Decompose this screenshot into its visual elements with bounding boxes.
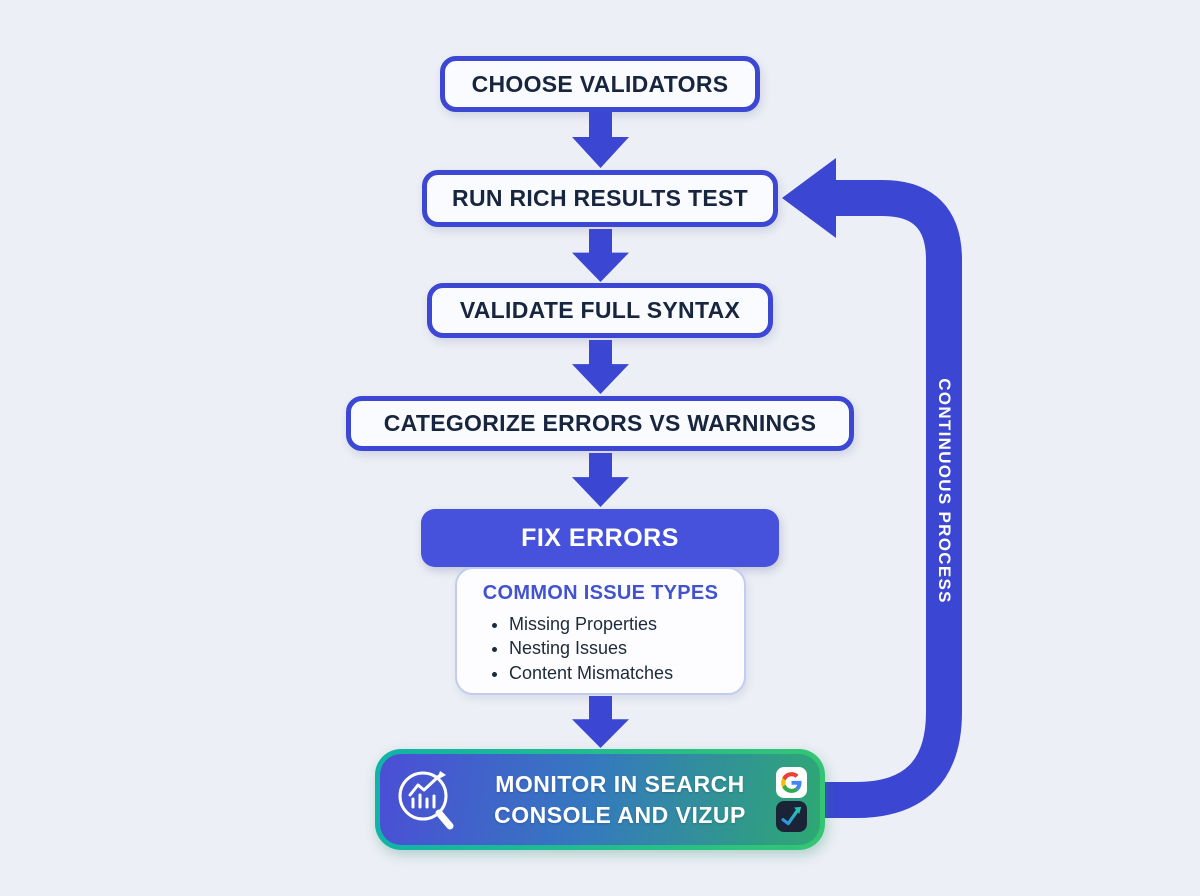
step-monitor-search-console: MONITOR IN SEARCH CONSOLE AND VIZUP bbox=[375, 749, 825, 850]
list-item: Nesting Issues bbox=[509, 636, 744, 660]
step-label: VALIDATE FULL SYNTAX bbox=[459, 297, 741, 323]
common-issue-types-panel: COMMON ISSUE TYPES Missing Properties Ne… bbox=[455, 567, 746, 695]
common-issues-title: COMMON ISSUE TYPES bbox=[482, 582, 719, 604]
step-choose-validators: CHOOSE VALIDATORS bbox=[440, 56, 760, 112]
list-item: Content Mismatches bbox=[509, 661, 744, 685]
step-categorize-errors-vs-warnings: CATEGORIZE ERRORS VS WARNINGS bbox=[346, 396, 854, 451]
vizup-icon bbox=[776, 801, 807, 832]
monitor-label-line2: CONSOLE AND VIZUP bbox=[494, 801, 746, 828]
common-issues-list: Missing Properties Nesting Issues Conten… bbox=[457, 612, 744, 685]
list-item: Missing Properties bbox=[509, 612, 744, 636]
continuous-process-label: CONTINUOUS PROCESS bbox=[935, 378, 954, 604]
step-label: CATEGORIZE ERRORS VS WARNINGS bbox=[383, 410, 817, 436]
step-run-rich-results-test: RUN RICH RESULTS TEST bbox=[422, 170, 778, 227]
step-validate-full-syntax: VALIDATE FULL SYNTAX bbox=[427, 283, 773, 338]
flow-arrow-down-icon bbox=[571, 340, 629, 394]
monitor-label-line1: MONITOR IN SEARCH bbox=[495, 771, 745, 798]
flow-arrow-down-icon bbox=[571, 453, 629, 507]
magnifier-chart-icon bbox=[398, 770, 454, 829]
flow-arrow-down-icon bbox=[571, 696, 629, 748]
monitor-badges bbox=[776, 767, 807, 832]
step-fix-errors: FIX ERRORS bbox=[421, 509, 779, 567]
step-label: FIX ERRORS bbox=[521, 523, 679, 552]
monitor-label: MONITOR IN SEARCH CONSOLE AND VIZUP bbox=[472, 769, 768, 830]
loop-arrowhead-icon bbox=[782, 158, 836, 238]
step-label: RUN RICH RESULTS TEST bbox=[452, 185, 748, 211]
monitor-box-inner: MONITOR IN SEARCH CONSOLE AND VIZUP bbox=[380, 754, 820, 845]
flow-arrow-down-icon bbox=[571, 112, 629, 168]
step-label: CHOOSE VALIDATORS bbox=[471, 70, 729, 97]
google-icon bbox=[776, 767, 807, 798]
flow-arrow-down-icon bbox=[571, 229, 629, 282]
